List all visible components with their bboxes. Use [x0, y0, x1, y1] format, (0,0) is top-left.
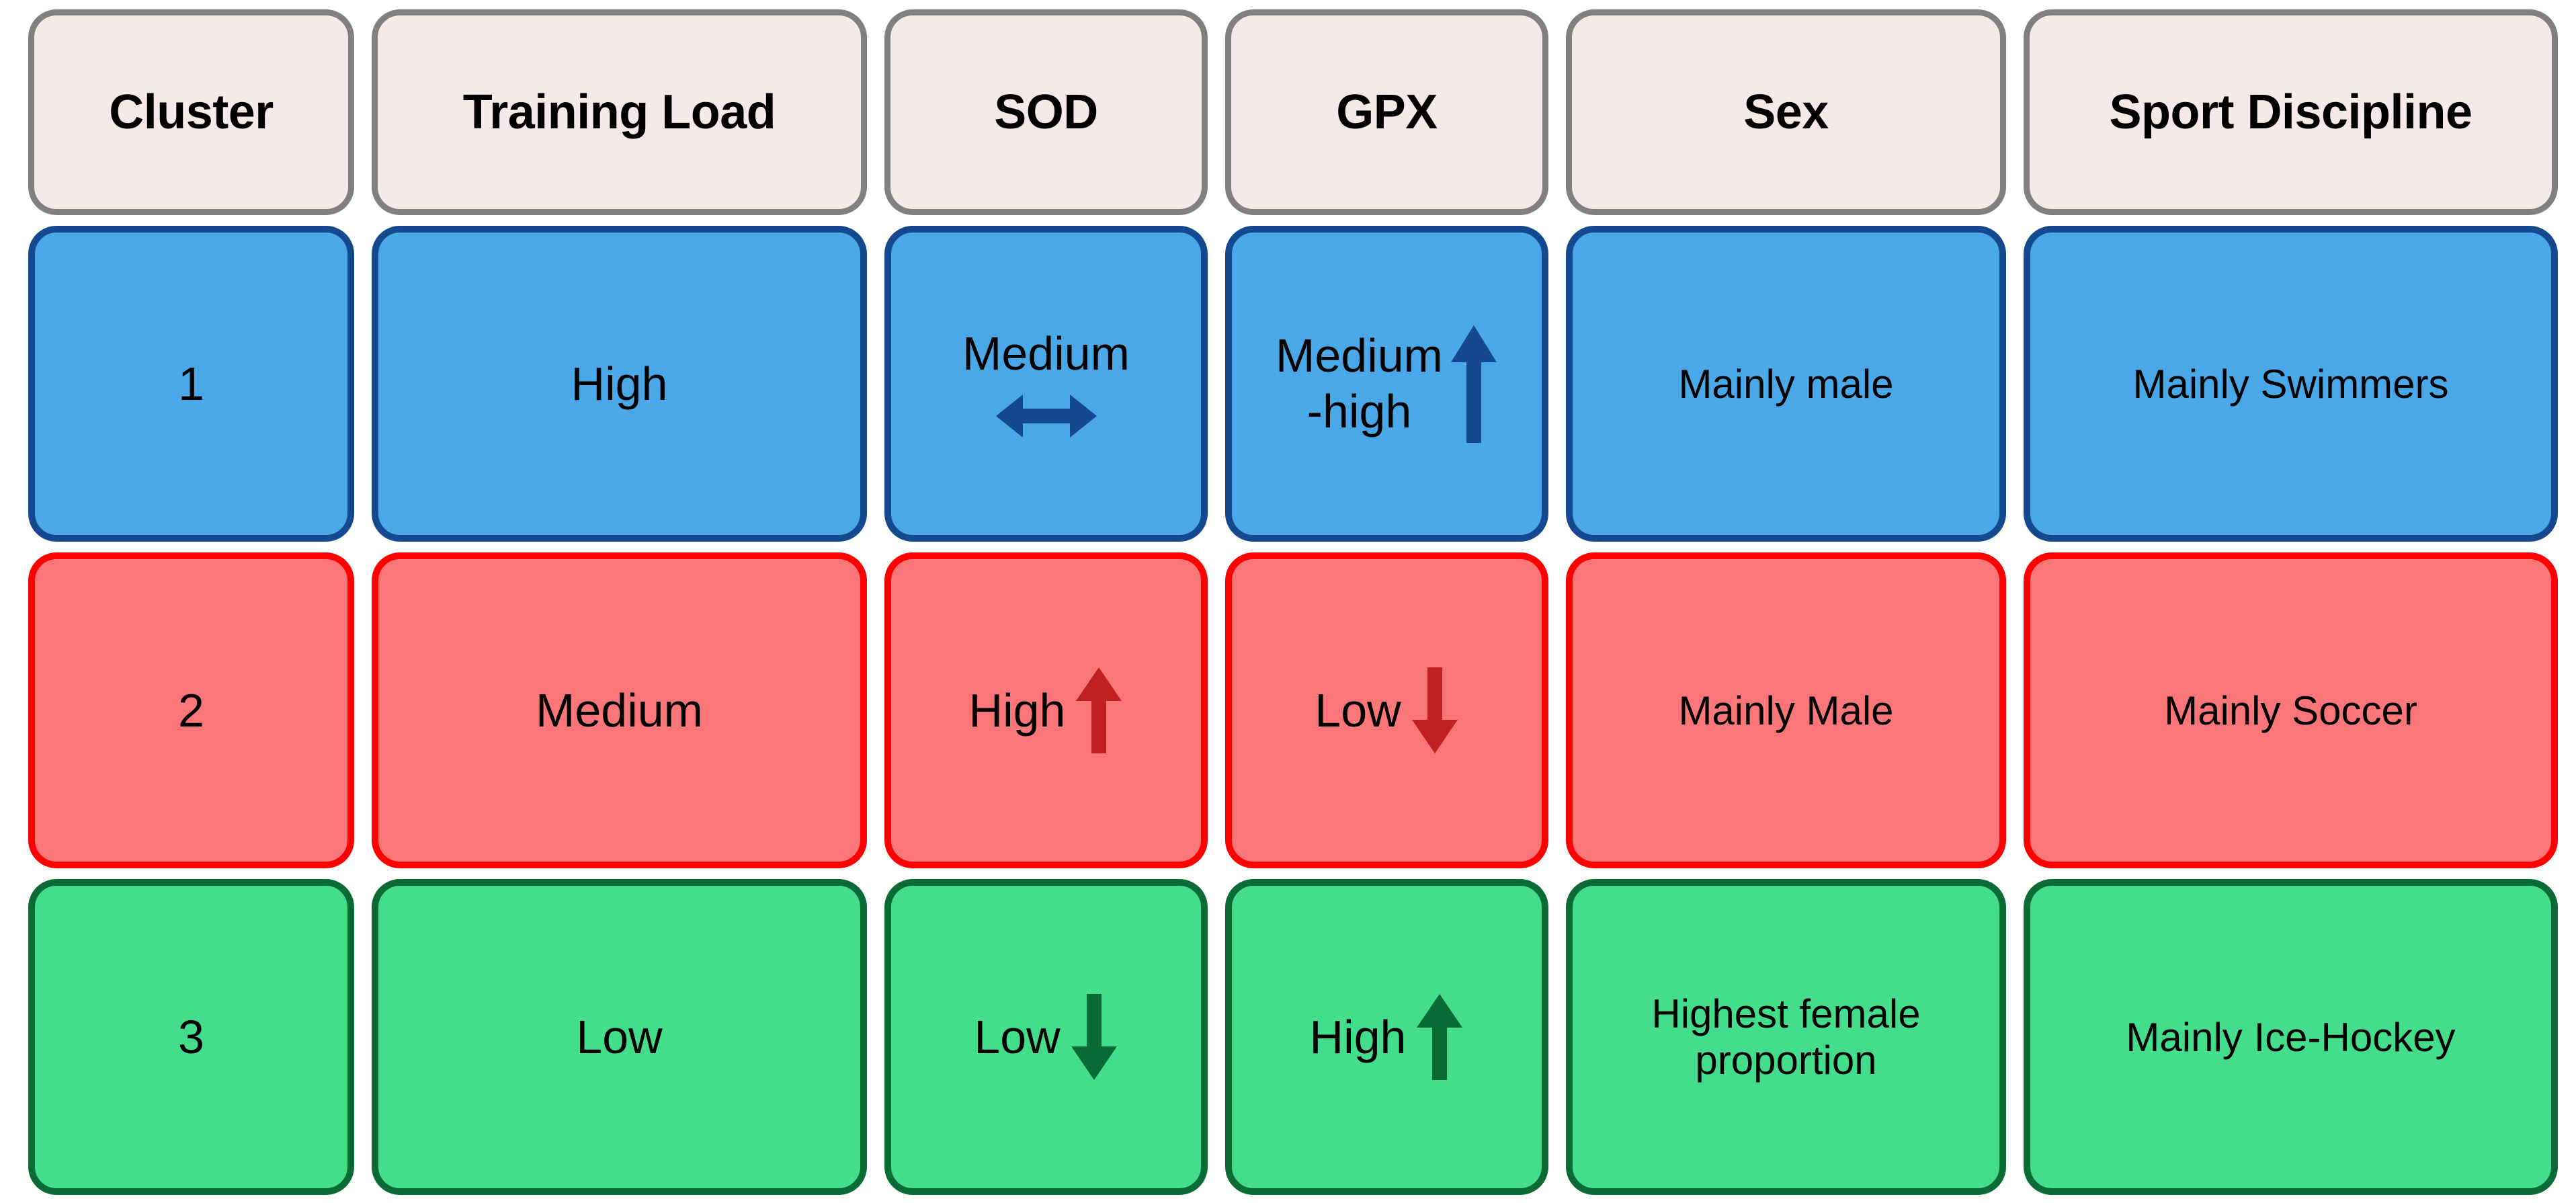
sod-content: Low — [967, 994, 1124, 1080]
sex-value: Mainly male — [1678, 361, 1894, 407]
sod-cell: Medium — [884, 226, 1208, 542]
sport-discipline-cell: Mainly Soccer — [2024, 552, 2558, 868]
down-arrow-icon — [1411, 667, 1459, 753]
sod-cell: Low — [884, 879, 1208, 1195]
gpx-value-line2: -high — [1306, 385, 1412, 438]
cluster-number: 3 — [178, 1011, 204, 1063]
table-row: 3 — [28, 879, 354, 1195]
column-header-sod: SOD — [884, 9, 1208, 215]
column-header-label: Cluster — [109, 85, 274, 139]
up-arrow-icon — [1415, 994, 1464, 1080]
training-load-value: Low — [576, 1011, 663, 1063]
column-header-sport-discipline: Sport Discipline — [2024, 9, 2558, 215]
sod-cell: High — [884, 552, 1208, 868]
sex-value: Mainly Male — [1678, 688, 1894, 733]
gpx-value: Low — [1315, 683, 1401, 737]
table-row: 1 — [28, 226, 354, 542]
sod-value: Low — [974, 1010, 1061, 1063]
sex-value: Highest female proportion — [1651, 991, 1921, 1083]
sport-discipline-cell: Mainly Swimmers — [2024, 226, 2558, 542]
training-load-value: High — [571, 358, 668, 410]
sport-discipline-value: Mainly Ice-Hockey — [2126, 1014, 2456, 1060]
column-header-gpx: GPX — [1225, 9, 1548, 215]
column-header-training-load: Training Load — [372, 9, 867, 215]
gpx-content: Low — [1308, 667, 1465, 753]
table-grid: Cluster Training Load SOD GPX Sex Sport … — [28, 9, 2558, 1195]
gpx-cell: Medium-high — [1225, 226, 1548, 542]
sport-discipline-value: Mainly Soccer — [2164, 688, 2417, 733]
up-arrow-icon — [1450, 325, 1498, 443]
training-load-cell: Low — [372, 879, 867, 1195]
left-right-arrow-icon — [995, 392, 1097, 440]
sod-value: High — [968, 683, 1066, 737]
gpx-cell: High — [1225, 879, 1548, 1195]
column-header-label: GPX — [1336, 85, 1438, 139]
sport-discipline-cell: Mainly Ice-Hockey — [2024, 879, 2558, 1195]
sex-cell: Mainly male — [1566, 226, 2006, 542]
sod-content: Medium — [956, 327, 1136, 440]
sex-cell: Highest female proportion — [1566, 879, 2006, 1195]
cluster-number: 1 — [178, 358, 204, 410]
gpx-content: High — [1303, 994, 1471, 1080]
column-header-label: SOD — [994, 85, 1098, 139]
column-header-label: Training Load — [462, 85, 776, 139]
gpx-value: Medium-high — [1276, 328, 1443, 439]
column-header-label: Sex — [1743, 85, 1829, 139]
up-arrow-icon — [1075, 667, 1123, 753]
sex-cell: Mainly Male — [1566, 552, 2006, 868]
sod-content: High — [962, 667, 1130, 753]
gpx-value: High — [1309, 1010, 1407, 1063]
column-header-label: Sport Discipline — [2109, 85, 2473, 139]
down-arrow-icon — [1070, 994, 1118, 1080]
training-load-cell: Medium — [372, 552, 867, 868]
training-load-value: Medium — [536, 684, 703, 737]
sod-value: Medium — [962, 327, 1130, 380]
gpx-value-line1: Medium — [1276, 329, 1443, 382]
cluster-number: 2 — [178, 684, 204, 737]
gpx-content: Medium-high — [1269, 325, 1505, 443]
training-load-cell: High — [372, 226, 867, 542]
column-header-cluster: Cluster — [28, 9, 354, 215]
gpx-cell: Low — [1225, 552, 1548, 868]
sport-discipline-value: Mainly Swimmers — [2132, 361, 2449, 407]
table-row: 2 — [28, 552, 354, 868]
column-header-sex: Sex — [1566, 9, 2006, 215]
